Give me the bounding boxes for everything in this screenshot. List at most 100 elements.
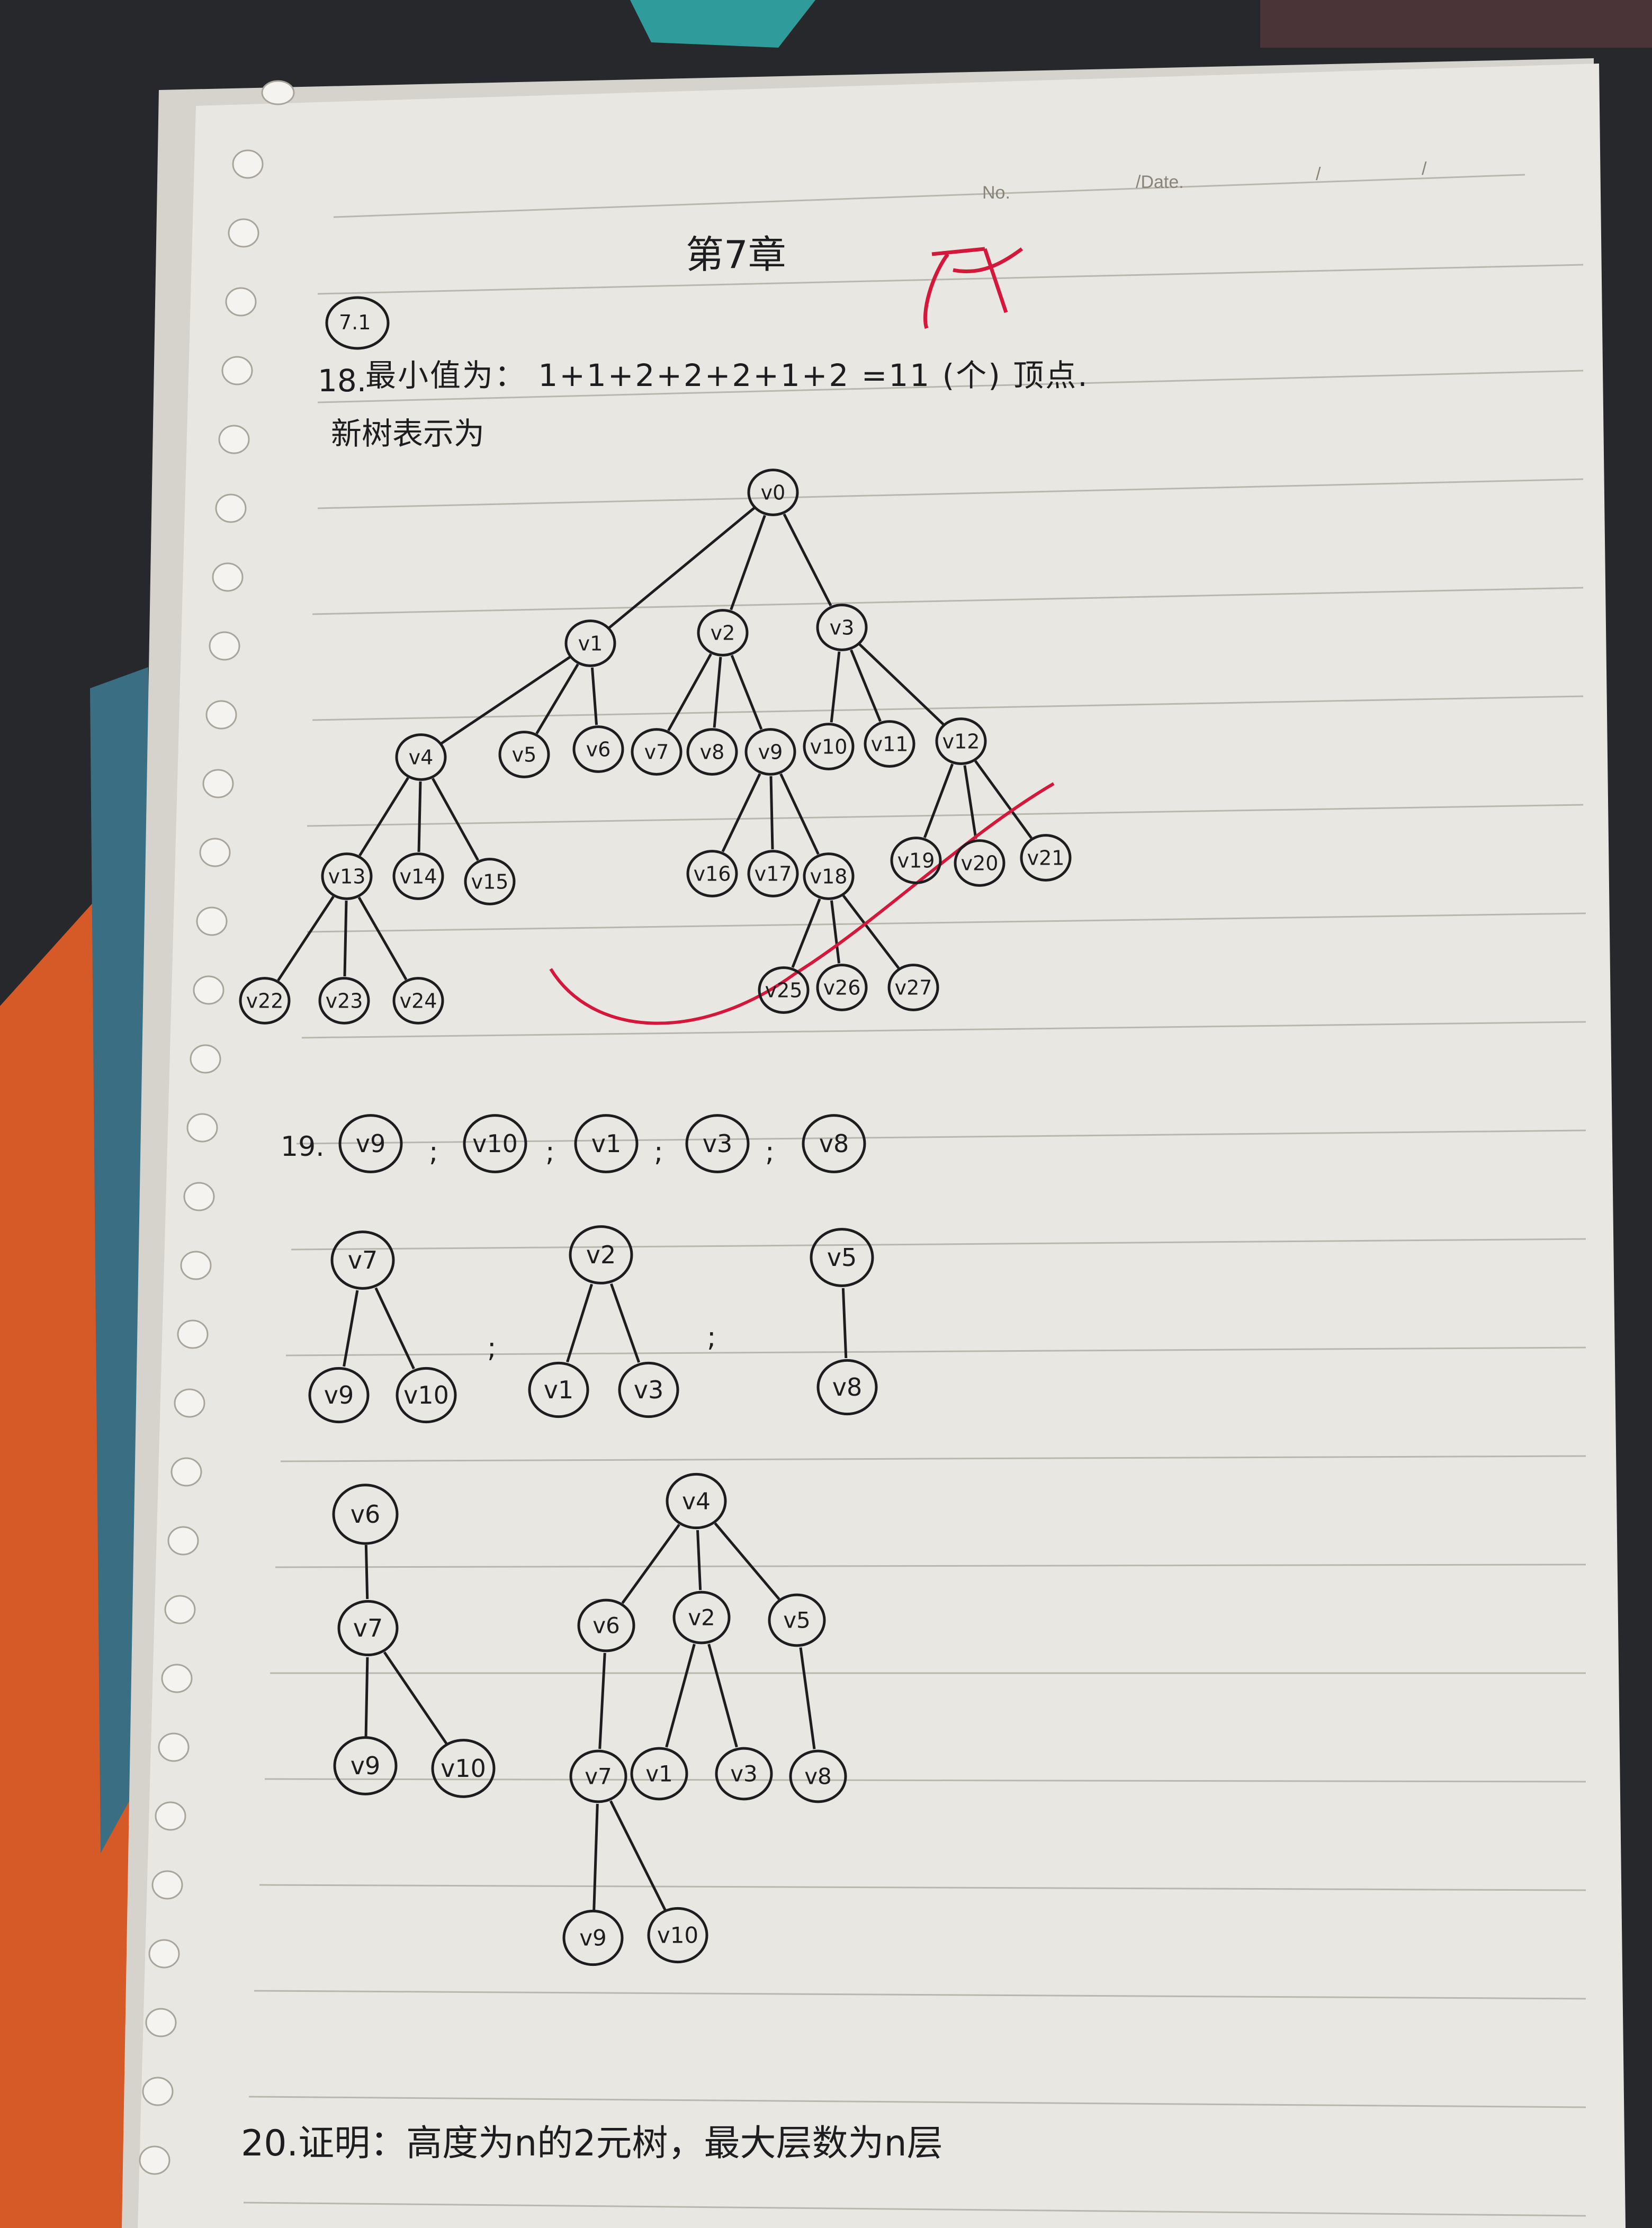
seq-node-1-v10: v10 [463,1114,527,1173]
tree-edges-19 [343,1283,848,1911]
it0-child-v9-circle [308,1367,370,1424]
it0-edge-v7-v10 [374,1287,415,1370]
seq-node-3-v3-label: v3 [703,1129,733,1158]
it1-child-v3-label: v3 [634,1376,664,1404]
seq-node-4-v8: v8 [802,1114,866,1173]
edge-v13-v24 [357,896,408,981]
seq-node-2-v1: v1 [574,1114,639,1173]
edge-v3-v11 [850,649,882,722]
node-v19-circle [890,837,942,884]
final-l3-v8-label: v8 [804,1764,832,1790]
it1-child-v3: v3 [618,1361,679,1418]
final-l4-v10-circle [647,1907,708,1964]
v6tree-mid-v7: v7 [337,1600,399,1657]
edge-v4-v15 [432,778,479,861]
edge-v18-v27 [842,895,900,969]
it0-child-v10-label: v10 [403,1381,449,1409]
node-v8: v8 [686,728,738,776]
it0-root-v7-label: v7 [348,1246,378,1274]
seq-node-3-v3: v3 [685,1114,750,1173]
node-v14-label: v14 [400,865,437,888]
it2-root-v5: v5 [810,1228,874,1287]
final-edge-v2-v3 [707,1643,738,1748]
final-l4-v10-label: v10 [657,1922,698,1948]
final-edge-v7-v9 [592,1803,599,1911]
seq-node-1-v10-circle [463,1114,527,1173]
desk-object [1260,0,1652,48]
seq-node-2-v1-circle [574,1114,639,1173]
node-v11-circle [864,720,915,768]
edge-v0-v2 [730,515,766,610]
node-v3: v3 [816,604,868,651]
node-v22: v22 [239,977,291,1025]
final-l3-v3-label: v3 [730,1761,758,1787]
v6tree-leaf-v10: v10 [431,1739,496,1798]
node-v23: v23 [318,977,370,1025]
edge-v9-v18 [779,773,820,855]
edge-v1-v6 [590,667,598,725]
it1-root-v2: v2 [569,1225,633,1284]
it2-child-v8-circle [816,1359,878,1416]
edge-v9-v16 [721,773,761,852]
v6tree-leaf-v9-label: v9 [351,1751,381,1780]
node-v12-circle [935,717,987,765]
edge-v0-v3 [783,513,832,607]
node-v1: v1 [564,619,616,667]
final-l3-v8-circle [789,1749,847,1803]
edge-v2-v9 [730,654,763,730]
final-root-v4-label: v4 [682,1488,711,1515]
edge-v12-v20 [963,765,977,839]
final-l3-v1-circle [630,1747,688,1801]
v6tree-root-v6: v6 [332,1484,399,1545]
final-l2-v2: v2 [672,1591,731,1645]
edge-v2-v8 [713,657,722,728]
node-v15-circle [464,858,516,905]
v6tree-edge-mid-v10 [383,1651,448,1745]
node-v27-circle [887,964,939,1011]
final-l2-v5: v5 [768,1593,826,1647]
node-v12-label: v12 [942,730,980,753]
node-v21-label: v21 [1027,846,1065,869]
final-edge-v4-v5 [714,1522,780,1600]
node-v27: v27 [887,964,939,1011]
v6tree-edge-root-mid [364,1544,369,1600]
node-v13-circle [321,852,373,900]
it1-child-v1-circle [528,1361,589,1418]
grade-mark-strokes [923,247,1023,329]
final-l2-v5-circle [768,1593,826,1647]
node-v23-circle [318,977,370,1025]
seq-node-0-v9: v9 [338,1114,403,1173]
node-v24-label: v24 [400,989,437,1012]
node-v19: v19 [890,837,942,884]
final-l4-v10: v10 [647,1907,708,1964]
node-v22-circle [239,977,291,1025]
edge-v4-v14 [417,781,422,852]
edge-v13-v23 [343,900,348,977]
it1-edge-v2-v1 [566,1283,594,1363]
node-v18-label: v18 [810,865,848,888]
final-edge-v4-v2 [696,1530,702,1591]
node-v1-label: v1 [578,632,603,655]
binder-holes [139,80,295,2175]
node-v26-label: v26 [823,976,861,999]
it0-child-v9-label: v9 [324,1381,354,1409]
final-root-v4-circle [666,1472,727,1530]
final-edge-v4-v6 [621,1524,680,1604]
it0-root-v7-circle [330,1230,395,1290]
v6tree-root-v6-circle [332,1484,399,1545]
final-edge-v5-v8 [799,1647,816,1749]
node-v25-circle [758,966,810,1014]
node-v24: v24 [392,977,444,1025]
node-v7-label: v7 [644,740,669,763]
node-v9-circle [744,728,796,776]
it0-root-v7: v7 [330,1230,395,1290]
edge-v1-v4 [440,655,571,745]
node-v21-circle [1020,834,1072,882]
final-edge-v2-v1 [665,1643,696,1748]
edge-v9-v17 [769,776,774,850]
seq-node-0-v9-label: v9 [356,1129,386,1158]
node-v5-circle [498,731,550,778]
node-v20-label: v20 [961,851,999,875]
